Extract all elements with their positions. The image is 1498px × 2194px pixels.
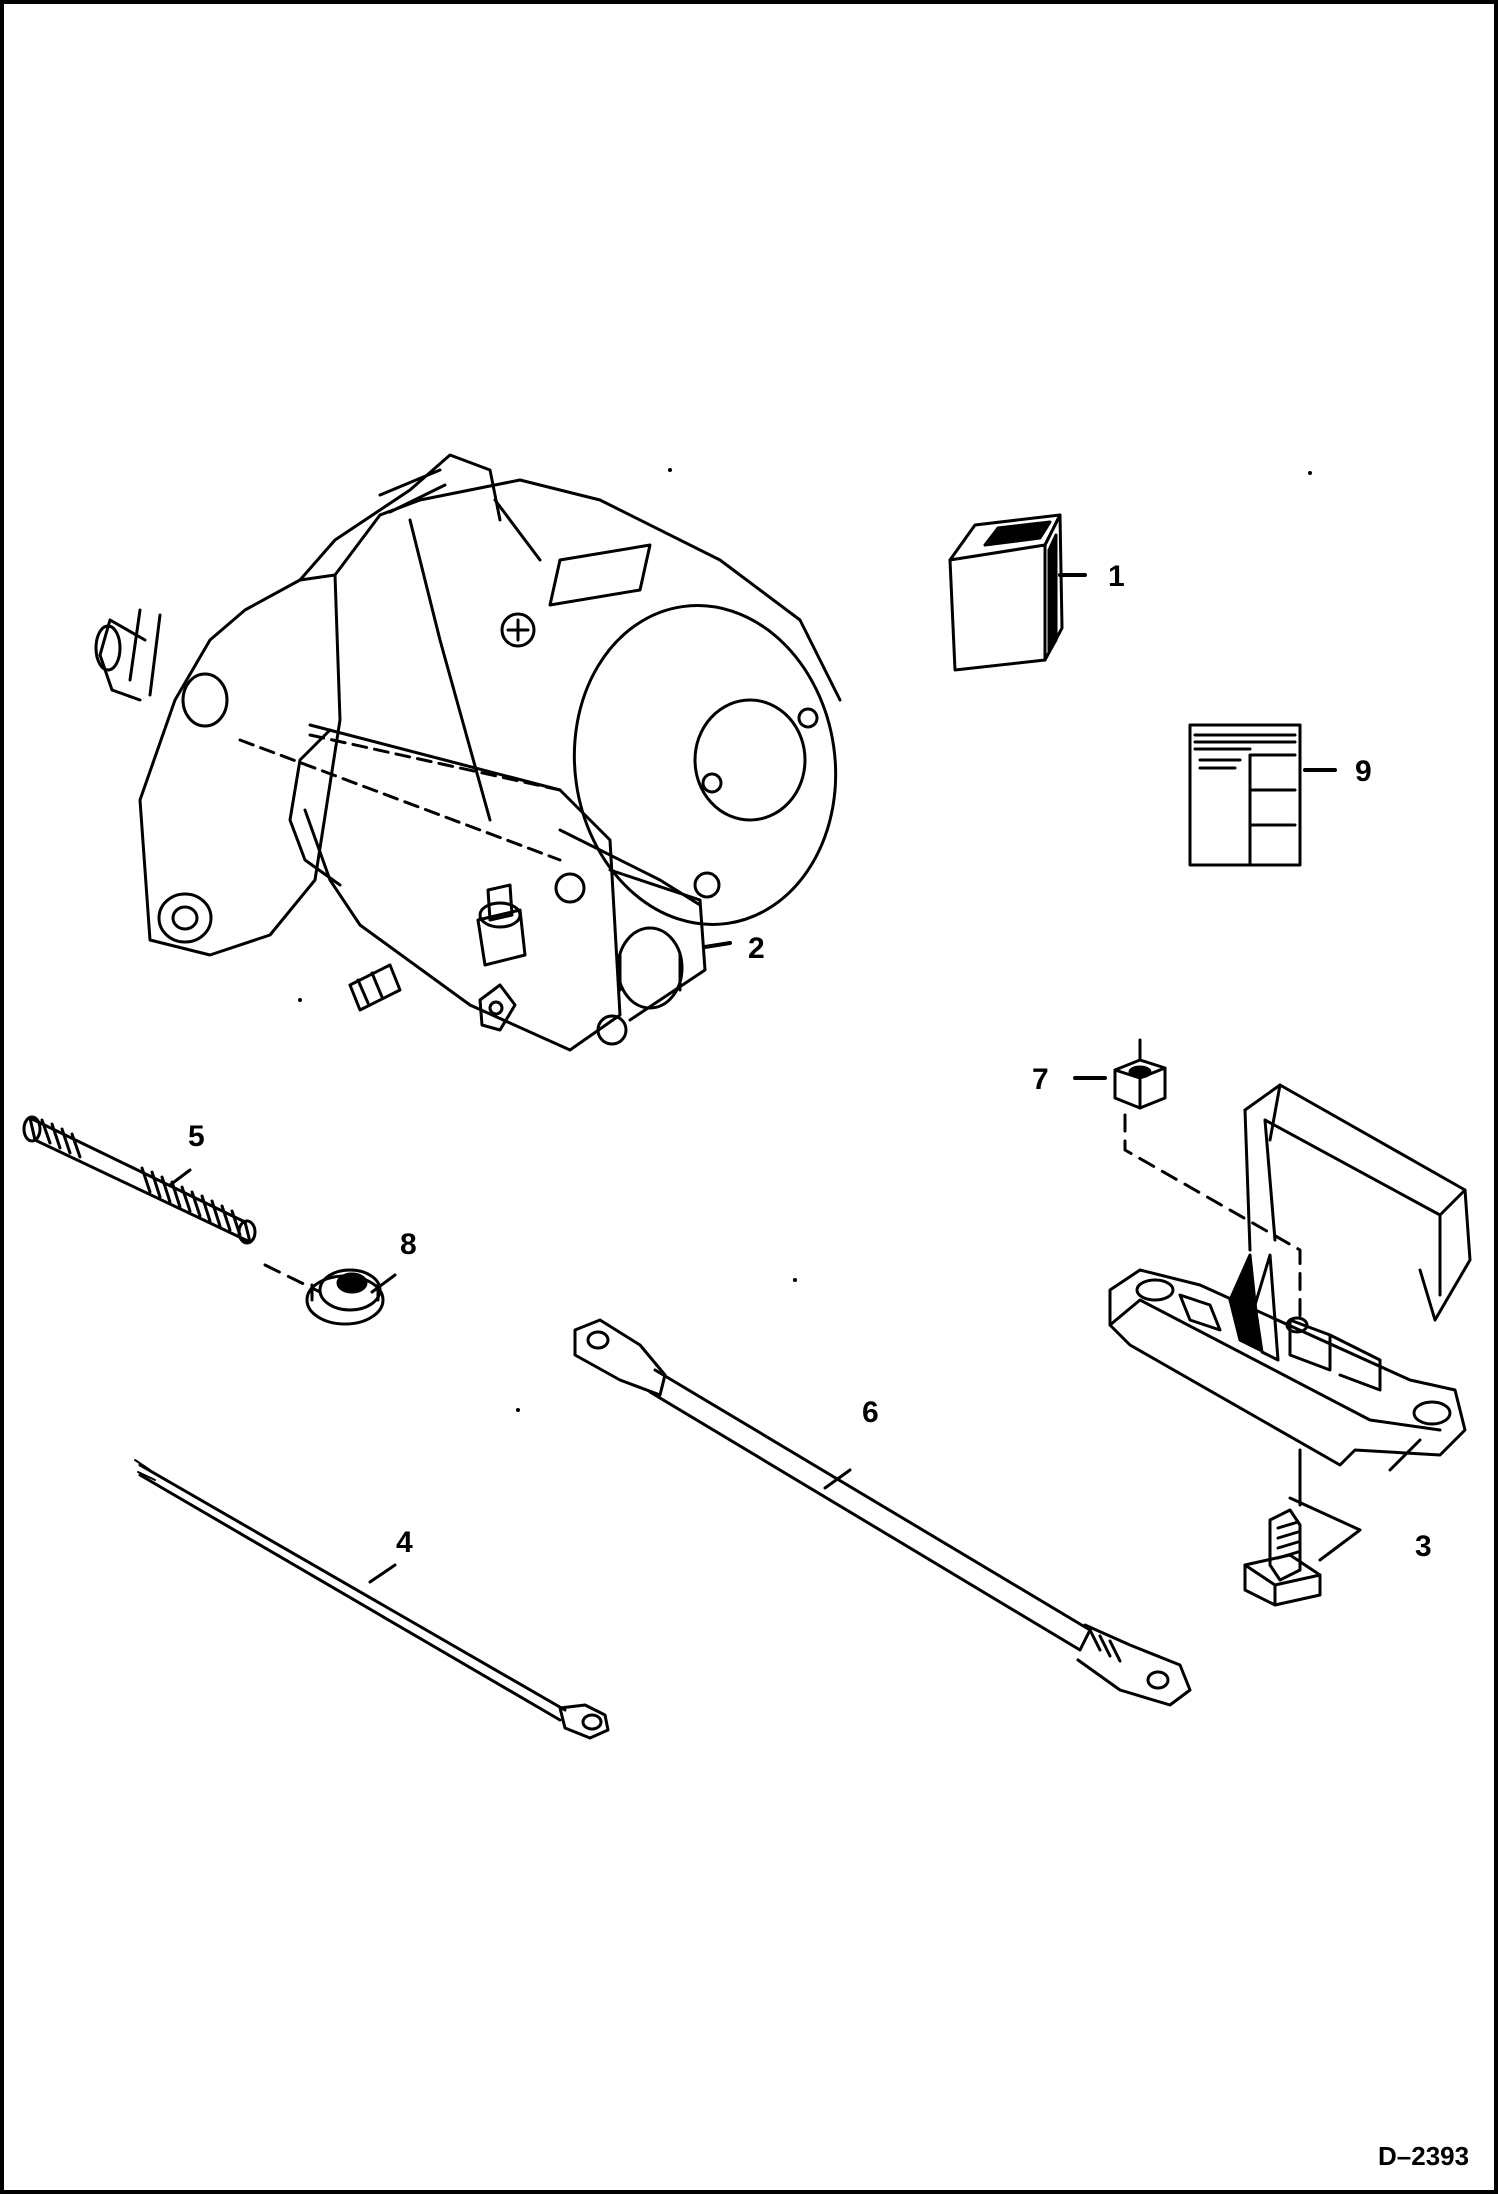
callout-8: 8 xyxy=(400,1228,417,1261)
relay xyxy=(948,513,1064,672)
battery-cable xyxy=(573,1318,1192,1707)
terminal-box xyxy=(1108,1083,1472,1607)
hex-nut xyxy=(1113,1058,1167,1110)
flange-nut xyxy=(305,1268,385,1326)
callout-4: 4 xyxy=(396,1526,413,1559)
decal xyxy=(1188,723,1302,867)
stud xyxy=(22,1115,257,1245)
callout-2: 2 xyxy=(748,932,765,965)
callout-3: 3 xyxy=(1415,1530,1432,1563)
scan-specks xyxy=(298,468,1312,1412)
callout-6: 6 xyxy=(862,1396,879,1429)
callout-9: 9 xyxy=(1355,755,1372,788)
callout-1: 1 xyxy=(1108,560,1125,593)
callout-7: 7 xyxy=(1032,1063,1049,1096)
callout-5: 5 xyxy=(188,1120,205,1153)
starter-motor xyxy=(94,453,842,1052)
drawing-id: D–2393 xyxy=(1378,2141,1469,2171)
leader-lines xyxy=(168,573,1422,1584)
ground-wire xyxy=(134,1459,610,1740)
